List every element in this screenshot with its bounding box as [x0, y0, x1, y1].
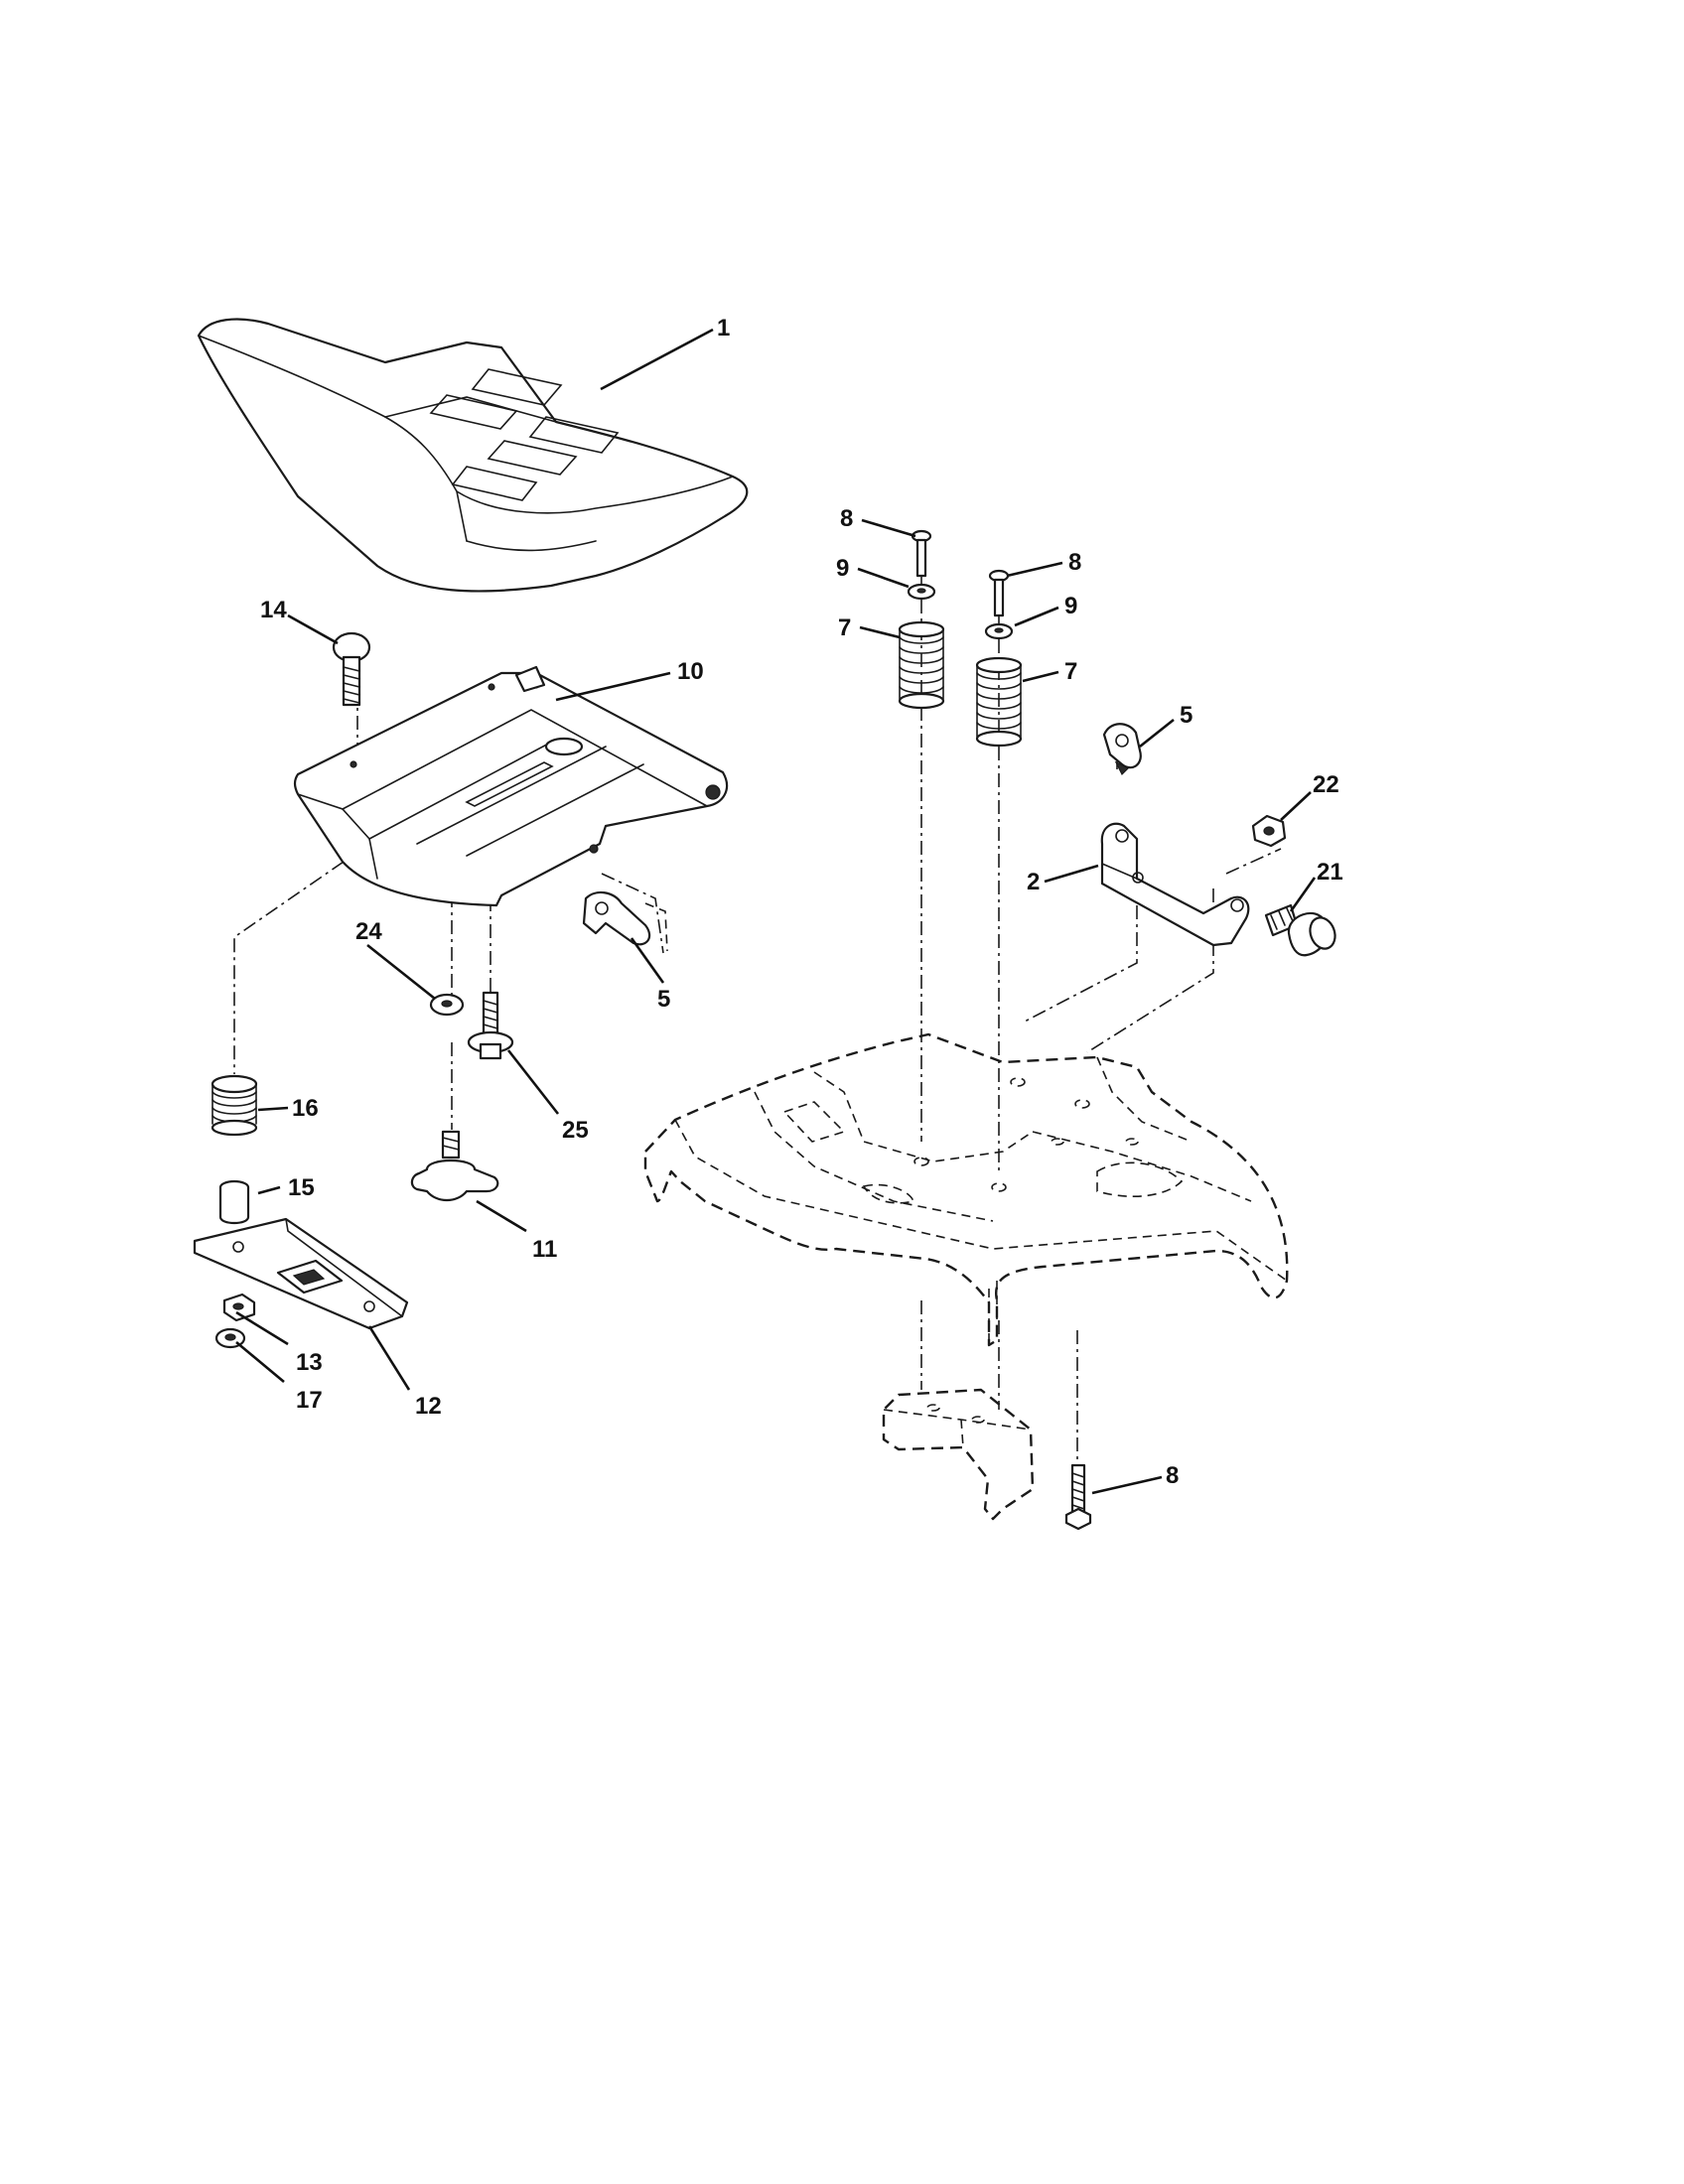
- seat: [197, 318, 749, 593]
- washer: [429, 993, 465, 1017]
- washer-top-left: [907, 583, 936, 601]
- callout-7-right: 7: [1064, 658, 1077, 685]
- hex-nut: [222, 1293, 256, 1322]
- spring-right: [975, 656, 1023, 748]
- spacer: [218, 1179, 250, 1225]
- callout-9-left: 9: [836, 555, 849, 582]
- callout-13: 13: [296, 1349, 323, 1376]
- callout-5-right: 5: [1180, 702, 1193, 729]
- seat-spring: [210, 1074, 258, 1137]
- callout-21: 21: [1317, 859, 1343, 886]
- callout-8-top-left: 8: [840, 505, 853, 532]
- bolt-bottom: [1064, 1463, 1092, 1531]
- carriage-bolt: [332, 631, 371, 707]
- shoulder-bolt: [467, 991, 514, 1060]
- pivot-bolt: [1264, 903, 1336, 957]
- callout-5-left: 5: [657, 986, 670, 1013]
- callout-2: 2: [1027, 869, 1040, 895]
- slide-plate: [193, 1217, 409, 1330]
- fender-frame: [643, 1032, 1289, 1347]
- callout-8-top-right: 8: [1068, 549, 1081, 576]
- seat-clip-right: [1102, 723, 1142, 776]
- callout-10: 10: [677, 658, 704, 685]
- callout-8-bottom: 8: [1166, 1462, 1179, 1489]
- bolt-top-left: [911, 529, 932, 578]
- callout-16: 16: [292, 1095, 319, 1122]
- leader-lines: [235, 328, 1317, 1495]
- callout-15: 15: [288, 1174, 315, 1201]
- lower-support-bracket: [882, 1388, 1035, 1521]
- callout-11: 11: [532, 1236, 557, 1263]
- seat-clip-left: [582, 890, 668, 952]
- callout-1: 1: [717, 315, 730, 341]
- spring-left: [898, 620, 945, 710]
- callout-labels: 1 14 10 24 5 16 25 15 11 13 17 12 8 9 7 …: [260, 315, 1343, 1489]
- callout-14: 14: [260, 597, 287, 623]
- callout-17: 17: [296, 1387, 323, 1414]
- adjustment-knob: [410, 1130, 499, 1202]
- callout-25: 25: [562, 1117, 589, 1144]
- seat-pan: [293, 665, 729, 907]
- seat-grip-pads: [429, 368, 620, 501]
- callout-9-right: 9: [1064, 593, 1077, 619]
- washer-top-right: [984, 622, 1014, 640]
- mounting-bracket: [1100, 822, 1250, 947]
- locknut: [1251, 814, 1287, 848]
- callout-7-left: 7: [838, 614, 851, 641]
- assembly-centerlines: [233, 546, 1282, 1469]
- callout-24: 24: [355, 918, 382, 945]
- callout-22: 22: [1313, 771, 1339, 798]
- bolt-top-right: [988, 569, 1010, 617]
- callout-12: 12: [415, 1393, 442, 1420]
